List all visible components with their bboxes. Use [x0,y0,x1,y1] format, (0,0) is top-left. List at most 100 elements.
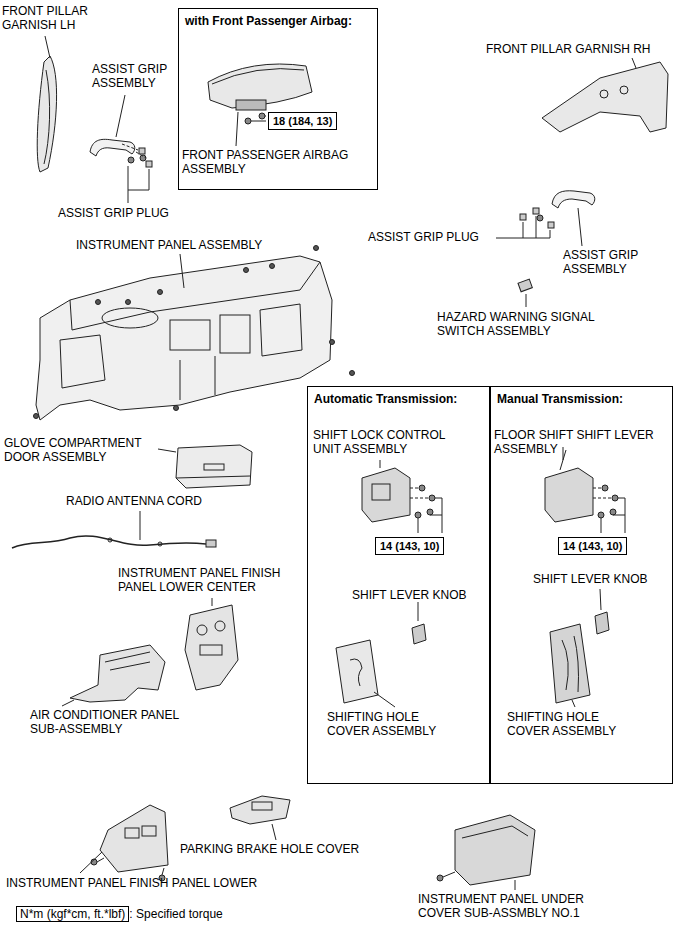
hazard-switch [518,279,532,292]
part-name: ASSIST GRIP ASSEMBLY [92,62,202,90]
finish-panel-lower-center [185,605,238,690]
passenger-airbag [259,113,265,119]
finish-panel-lower-center [185,598,238,690]
shift-knob [412,624,426,644]
pillar-garnish-rh [620,86,628,94]
instrument-panel [180,254,184,288]
glove-box [204,464,224,470]
part-name: RADIO ANTENNA CORD [66,494,202,508]
shift-lock-unit [419,485,425,491]
antenna-cord [158,542,162,546]
assist-grip-rh [578,208,582,246]
legend-text: : Specified torque [129,907,222,921]
shift-knob [412,602,426,644]
drawing-line [12,36,668,890]
part-name: INSTRUMENT PANEL FINISH PANEL LOWER [6,876,257,890]
instrument-panel [220,315,250,353]
assist-grip-lh [146,161,152,167]
antenna-cord [108,538,112,542]
shifting-hole-cover [374,692,395,707]
shifting-hole-cover [562,636,579,692]
shift-knob [595,612,609,634]
hazard-switch [518,279,532,307]
shifting-hole-cover [336,640,395,707]
part-name: ASSIST GRIP PLUG [368,230,479,244]
shift-lock-unit [362,468,410,522]
shifting-hole-cover [350,659,362,686]
hazard-switch [526,294,527,307]
instrument-panel [314,246,319,251]
shift-lock-unit [427,509,433,515]
torque-box: 14 (143, 10) [558,537,627,555]
part-name: GLOVE COMPARTMENT DOOR ASSEMBLY [4,436,159,464]
leader-line [128,166,129,203]
assist-grip-rh [520,214,526,220]
part-name: AIR CONDITIONER PANEL SUB-ASSEMBLY [30,708,180,736]
floor-shift-lever [598,512,604,518]
under-cover [515,880,516,890]
instrument-panel [126,300,131,305]
shifting-hole-cover [336,640,378,703]
under-cover [437,815,535,890]
instrument-panel [330,340,335,345]
section-heading: with Front Passenger Airbag: [179,9,377,33]
shift-lock-unit [415,512,421,518]
part-name: HAZARD WARNING SIGNAL SWITCH ASSEMBLY [437,310,622,338]
instrument-panel [96,300,101,305]
floor-shift-lever [593,488,612,498]
shift-knob [600,589,601,610]
instrument-panel [170,320,210,350]
pillar-garnish-lh [37,56,56,172]
floor-shift-lever [563,447,564,460]
instrument-panel [270,264,275,269]
floor-shift-lever [545,447,625,533]
instrument-panel [102,308,158,328]
shift-lock-unit [372,484,390,500]
finish-panel-lower-center [212,598,213,606]
assist-grip-lh [122,144,146,158]
finish-panel-lower [97,858,164,875]
part-name: FRONT PASSENGER AIRBAG ASSEMBLY [182,148,367,176]
floor-shift-lever [601,498,625,533]
part-name: INSTRUMENT PANEL UNDER COVER SUB-ASSMBLY… [418,892,608,920]
passenger-airbag [245,118,251,124]
instrument-panel [260,304,302,356]
passenger-airbag [251,116,266,121]
under-cover [462,826,528,838]
pillar-garnish-rh [542,62,668,132]
torque-value: 14 (143, 10) [380,540,439,552]
pillar-garnish-lh [37,56,56,172]
parking-brake-hole-cover [272,824,276,840]
instrument-panel [244,268,249,273]
torque-box: 14 (143, 10) [375,537,444,555]
floor-shift-lever [612,495,618,501]
assist-grip-lh [128,157,134,163]
finish-panel-lower [80,852,102,873]
passenger-airbag [212,69,304,84]
instrument-panel [350,371,355,376]
ac-panel [62,645,165,706]
leader-line [128,169,149,190]
instrument-panel [158,290,163,295]
instrument-panel [174,406,179,411]
shifting-hole-cover [550,624,590,703]
part-name: FLOOR SHIFT SHIFT LEVER ASSEMBLY [494,428,654,456]
finish-panel-lower-center [197,625,207,635]
shifting-hole-cover [550,624,590,707]
under-cover [443,872,455,877]
assist-grip-rh [496,216,550,238]
unit-box: N*m (kgf*cm, ft.*lbf) [16,906,129,922]
floor-shift-lever [610,509,616,515]
under-cover [437,875,443,881]
legend-box: N*m (kgf*cm, ft.*lbf): Specified torque [16,906,223,922]
part-name: SHIFTING HOLE COVER ASSEMBLY [327,710,452,738]
pillar-garnish-lh [44,70,50,164]
shift-lock-unit [429,495,435,501]
leader-line [45,36,50,58]
section-heading: Automatic Transmission: [308,387,489,411]
torque-box: 18 (184, 13) [268,112,337,130]
torque-value: 18 (184, 13) [273,115,332,127]
pillar-garnish-rh [542,58,668,132]
parking-brake-hole-cover [252,802,272,810]
